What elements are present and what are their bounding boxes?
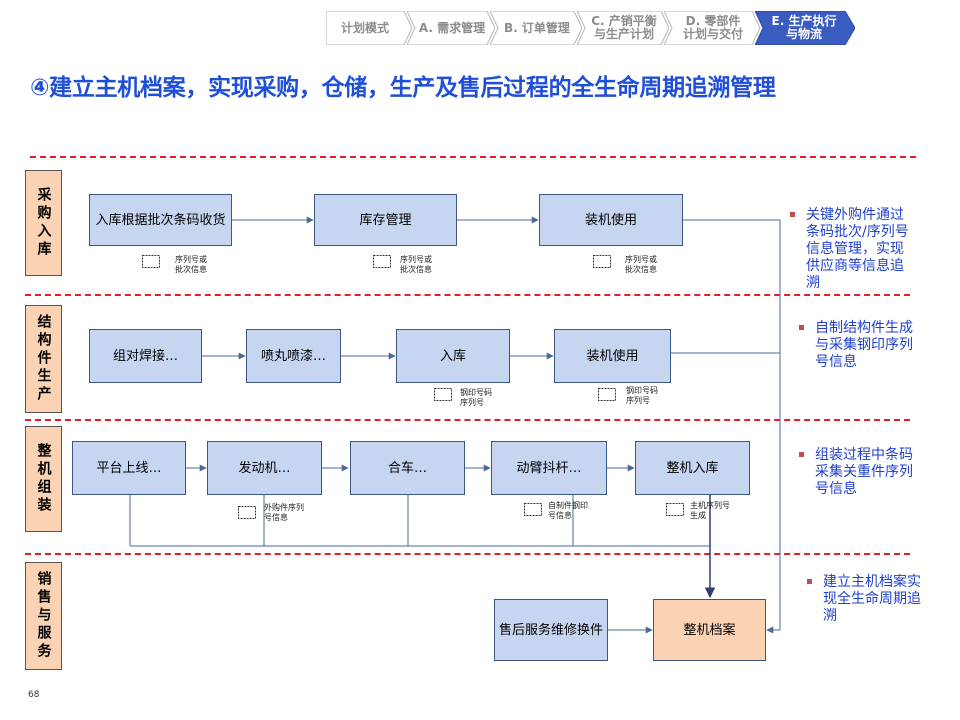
capture-note: 主机序列号 生成: [690, 501, 730, 520]
chevron-shape: [664, 11, 760, 45]
step-machine-archive[interactable]: 整机档案: [653, 599, 766, 661]
page-title: ④建立主机档案，实现采购，仓储，生产及售后过程的全生命周期追溯管理: [30, 75, 776, 101]
bullet-marker: [790, 212, 795, 217]
step-engine[interactable]: 发动机…: [207, 441, 322, 495]
document-icon: [142, 255, 160, 268]
lane-label: 销售与服务: [35, 571, 52, 661]
capture-note: 序列号或 批次信息: [625, 255, 657, 274]
step-warehouse-in[interactable]: 入库: [396, 329, 510, 383]
document-icon: [593, 255, 611, 268]
breadcrumb-label: B. 订单管理: [504, 20, 570, 35]
lane-label: 采购入库: [35, 187, 52, 259]
chevron-shape: [407, 11, 495, 45]
breadcrumb-step-order[interactable]: B. 订单管理: [490, 11, 582, 45]
step-finished-machine-in[interactable]: 整机入库: [635, 441, 750, 495]
step-inventory-management[interactable]: 库存管理: [314, 194, 457, 246]
step-welding[interactable]: 组对焊接…: [89, 329, 202, 383]
lane-divider: [30, 156, 916, 158]
lane-assembly: 整机组装: [25, 426, 62, 532]
step-combine[interactable]: 合车…: [350, 441, 465, 495]
capture-note: 钢印号码 序列号: [460, 388, 492, 407]
capture-note: 序列号或 批次信息: [175, 255, 207, 274]
breadcrumb-step-balance[interactable]: C. 产销平衡 与生产计划: [577, 11, 669, 45]
lane-purchase: 采购入库: [25, 170, 62, 276]
chevron-shape: [326, 11, 412, 45]
lane-label: 整机组装: [35, 443, 52, 515]
step-after-sales-service[interactable]: 售后服务维修换件: [494, 599, 608, 661]
step-receive-by-batch[interactable]: 入库根据批次条码收货: [89, 194, 232, 246]
step-boom-arm[interactable]: 动臂抖杆…: [491, 441, 607, 495]
chevron-shape: [755, 11, 855, 45]
bullet-marker: [799, 325, 804, 330]
bullet-text: 关键外购件通过条码批次/序列号信息管理，实现供应商等信息追溯: [806, 207, 909, 291]
breadcrumb-label: E. 生产执行 与物流: [771, 14, 837, 41]
lane-structure: 结构件生产: [25, 305, 62, 413]
bullet-archive-trace: 建立主机档案实现全生命周期追溯: [807, 574, 923, 625]
step-platform-online[interactable]: 平台上线…: [72, 441, 186, 495]
bullet-marker: [807, 579, 812, 584]
capture-note: 自制件钢印 号信息: [548, 501, 588, 520]
bullet-purchase-trace: 关键外购件通过条码批次/序列号信息管理，实现供应商等信息追溯: [790, 207, 916, 292]
step-install-use-1[interactable]: 装机使用: [539, 194, 683, 246]
lane-label: 结构件生产: [35, 314, 52, 404]
breadcrumb-label: D. 零部件 计划与交付: [682, 14, 743, 41]
document-icon: [373, 255, 391, 268]
lane-divider: [25, 553, 910, 555]
breadcrumb-label: 计划模式: [340, 20, 389, 35]
document-icon: [238, 506, 256, 519]
step-shot-blast-paint[interactable]: 喷丸喷漆…: [246, 329, 341, 383]
bullet-text: 自制结构件生成与采集钢印序列号信息: [815, 320, 913, 370]
bullet-assembly-trace: 组装过程中条码采集关重件序列号信息: [799, 447, 915, 498]
capture-note: 外购件序列 号信息: [264, 503, 304, 522]
breadcrumb-step-execution[interactable]: E. 生产执行 与物流: [755, 11, 855, 45]
lane-divider: [25, 419, 910, 421]
breadcrumb-step-parts[interactable]: D. 零部件 计划与交付: [664, 11, 760, 45]
bullet-text: 建立主机档案实现全生命周期追溯: [823, 574, 921, 624]
document-icon: [524, 503, 542, 516]
lane-divider: [25, 294, 910, 296]
bullet-structure-trace: 自制结构件生成与采集钢印序列号信息: [799, 320, 915, 371]
lane-service: 销售与服务: [25, 562, 62, 670]
capture-note: 钢印号码 序列号: [626, 386, 658, 405]
page-number: 68: [28, 690, 40, 700]
chevron-shape: [490, 11, 582, 45]
breadcrumb-step-demand[interactable]: A. 需求管理: [407, 11, 495, 45]
breadcrumb-step-plan-mode[interactable]: 计划模式: [326, 11, 412, 45]
bullet-marker: [799, 452, 804, 457]
capture-note: 序列号或 批次信息: [400, 255, 432, 274]
breadcrumb-label: A. 需求管理: [418, 20, 486, 35]
document-icon: [666, 503, 684, 516]
bullet-text: 组装过程中条码采集关重件序列号信息: [815, 447, 913, 497]
document-icon: [598, 388, 616, 401]
document-icon: [434, 388, 452, 401]
breadcrumb-label: C. 产销平衡 与生产计划: [591, 14, 657, 41]
chevron-shape: [577, 11, 669, 45]
step-install-use-2[interactable]: 装机使用: [554, 329, 671, 383]
